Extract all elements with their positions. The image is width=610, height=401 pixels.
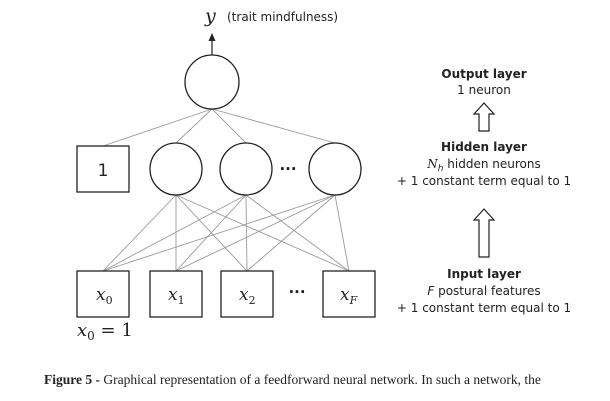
input-layer-desc1: F postural features: [427, 284, 540, 298]
output-arrow-head: [208, 33, 216, 41]
caption-label: Figure 5 -: [44, 372, 100, 387]
input-x1-label: x1: [168, 285, 185, 307]
input-to-hidden-arrow: [472, 208, 496, 258]
output-annotation: (trait mindfulness): [227, 10, 338, 24]
edge-h2-output: [211, 108, 247, 144]
input-hidden-connections: [102, 194, 350, 272]
hidden-output-connections: [102, 108, 336, 147]
edge-x2-h1: [175, 194, 248, 272]
hidden-neuron-2: [219, 142, 273, 196]
hidden-constant-label: 1: [98, 161, 109, 181]
input-layer-desc2: + 1 constant term equal to 1: [397, 301, 571, 315]
x0-equals-one: x0 = 1: [77, 320, 133, 343]
input-x0-label: x0: [96, 285, 113, 307]
edge-x0-hn: [102, 194, 336, 272]
edge-const-output: [102, 108, 213, 147]
edge-x1-hn: [175, 194, 336, 272]
input-node-x2: [220, 270, 274, 318]
output-symbol: y: [204, 5, 216, 27]
edge-xF-h1: [175, 194, 350, 272]
caption-text: Graphical representation of a feedforwar…: [100, 372, 541, 387]
hidden-layer-title: Hidden layer: [441, 140, 527, 154]
input-node-x0: [76, 270, 130, 318]
edge-hn-output: [211, 108, 336, 144]
input-xF-label: xF: [340, 285, 358, 307]
output-layer-desc: 1 neuron: [457, 83, 511, 97]
hidden-layer-desc2: + 1 constant term equal to 1: [397, 174, 571, 188]
input-ellipsis: ···: [288, 283, 305, 301]
hidden-ellipsis: ···: [279, 160, 296, 178]
edge-xF-hn: [334, 194, 350, 272]
output-layer-title: Output layer: [441, 67, 526, 81]
edge-x2-hn: [246, 194, 336, 272]
edge-x0-h1: [102, 194, 177, 272]
edge-x2-h2: [245, 194, 248, 272]
hidden-to-output-arrow: [472, 102, 496, 132]
hidden-neuron-1: [149, 142, 203, 196]
figure-caption: Figure 5 - Graphical representation of a…: [44, 372, 604, 388]
edge-xF-h2: [245, 194, 350, 272]
edge-x0-h2: [102, 194, 247, 272]
input-layer-title: Input layer: [447, 267, 521, 281]
output-neuron: [184, 54, 240, 110]
input-node-xF: [322, 270, 376, 318]
hidden-constant-node: [76, 145, 130, 193]
hidden-layer-desc1: Nh hidden neurons: [426, 157, 540, 174]
input-x2-label: x2: [239, 285, 256, 307]
hidden-neuron-n: [308, 142, 362, 196]
edge-h1-output: [175, 108, 213, 144]
input-node-x1: [149, 270, 203, 318]
